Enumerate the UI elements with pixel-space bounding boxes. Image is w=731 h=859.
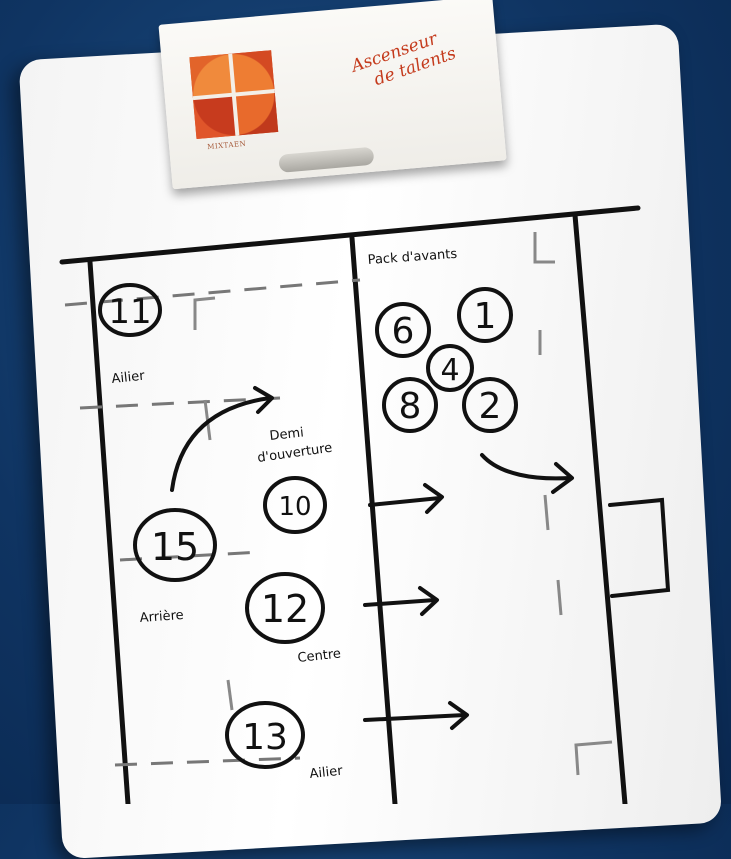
company-logo	[189, 50, 278, 139]
clipboard-clip-label: MIXTAEN Ascenseur de talents	[158, 0, 506, 189]
brand-name: MIXTAEN	[207, 140, 247, 151]
label-ailier-top: Ailier	[111, 369, 146, 387]
label-ailier-bottom: Ailier	[309, 764, 344, 782]
arrow-15-curve	[172, 398, 270, 490]
scene: 11 6 1 4 8 2 10 15 12 13 Pack d'avants A…	[0, 0, 731, 804]
player-2-number: 2	[479, 386, 502, 427]
label-ouverture: d'ouverture	[256, 441, 333, 466]
player-10-number: 10	[278, 492, 311, 522]
field-right-line	[575, 215, 625, 804]
player-6-number: 6	[392, 311, 415, 352]
label-demi: Demi	[269, 425, 305, 444]
corner-mark-1	[195, 298, 215, 330]
player-11-number: 11	[108, 292, 151, 332]
arrow-12-shaft	[365, 600, 435, 605]
corner-mark-4	[576, 742, 612, 775]
player-8-number: 8	[399, 386, 422, 427]
label-arriere: Arrière	[139, 608, 184, 626]
corner-mark-2	[535, 232, 555, 262]
arrow-13-shaft	[365, 715, 465, 720]
label-centre: Centre	[297, 647, 342, 666]
tick-2	[558, 580, 561, 615]
tagline: Ascenseur de talents	[315, 17, 479, 107]
label-pack-avants: Pack d'avants	[367, 247, 458, 268]
tick-1	[545, 495, 548, 530]
player-15-number: 15	[151, 525, 199, 569]
field-top-line	[62, 208, 638, 262]
goal-box	[610, 500, 668, 596]
player-13-number: 13	[242, 717, 288, 758]
tick-3	[228, 680, 232, 710]
arrow-10-shaft	[370, 498, 440, 505]
clip-hinge	[278, 147, 374, 173]
dashed-line-bottom	[115, 758, 300, 765]
player-12-number: 12	[261, 587, 309, 631]
player-1-number: 1	[474, 296, 497, 337]
field-left-line	[90, 262, 128, 804]
player-4-number: 4	[440, 353, 459, 388]
